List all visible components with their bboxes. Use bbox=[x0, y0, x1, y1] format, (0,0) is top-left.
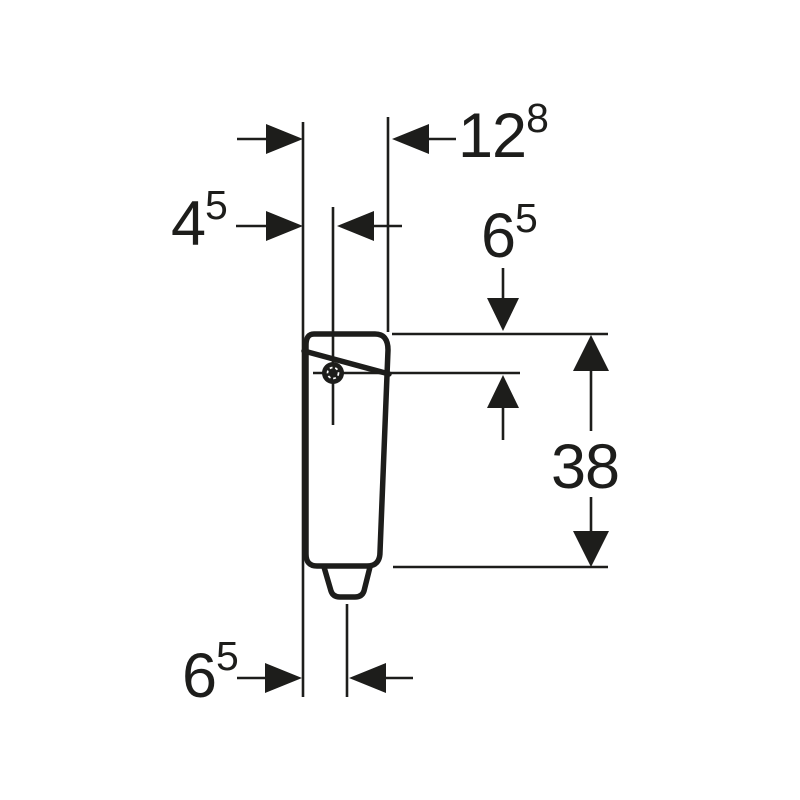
arrowhead-down bbox=[573, 531, 609, 567]
flush-outlet bbox=[321, 564, 373, 600]
dim-label-body-height: 38 bbox=[551, 432, 619, 502]
dim-label-wall-to-front: 128 bbox=[458, 95, 548, 171]
arrowhead-left bbox=[392, 124, 429, 154]
arrowhead-left bbox=[337, 211, 374, 241]
dim-wall-to-supply: 45 bbox=[171, 182, 402, 259]
dim-wall-to-front: 128 bbox=[237, 95, 549, 171]
arrowhead-down bbox=[487, 298, 519, 331]
arrowhead-up bbox=[487, 375, 519, 408]
cistern-body bbox=[303, 331, 391, 569]
dim-wall-to-outlet: 65 bbox=[182, 633, 413, 711]
dim-label-wall-to-supply: 45 bbox=[171, 182, 227, 259]
lid-seam-line bbox=[301, 348, 392, 377]
arrowhead-right bbox=[265, 663, 302, 693]
connection-dot bbox=[322, 362, 344, 384]
arrowhead-right bbox=[266, 124, 303, 154]
arrowhead-left bbox=[349, 663, 386, 693]
cistern-outline bbox=[303, 331, 391, 569]
arrowhead-right bbox=[266, 211, 303, 241]
dim-top-to-supply: 65 bbox=[481, 195, 538, 440]
connection-dashed-ring bbox=[326, 366, 340, 380]
dim-body-height: 38 bbox=[551, 335, 620, 567]
dim-label-top-to-supply: 65 bbox=[481, 195, 537, 271]
supply-connection-point bbox=[322, 362, 344, 384]
arrowhead-up bbox=[573, 335, 609, 371]
dim-label-wall-to-outlet: 65 bbox=[182, 633, 238, 711]
